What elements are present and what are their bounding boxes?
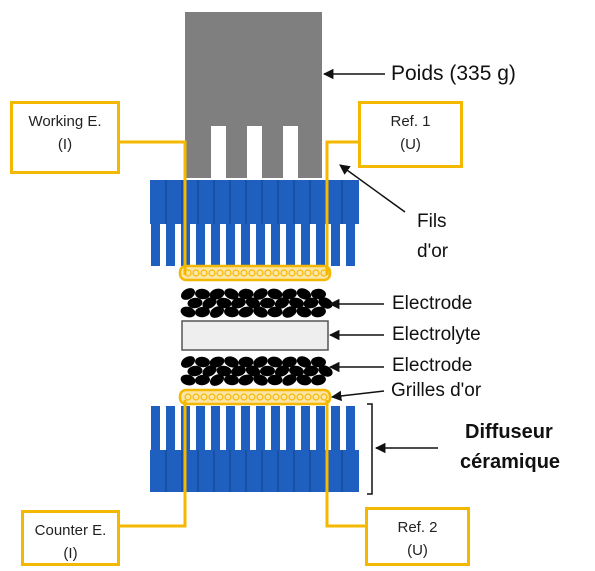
counter-electrode-label: Counter E. (34, 522, 107, 539)
ref2-label: Ref. 2 (397, 519, 438, 536)
ref1-unit: (U) (400, 136, 421, 153)
working-electrode-unit: (I) (57, 136, 73, 153)
arrow-gold-wires (339, 164, 406, 213)
electrolyte-layer (181, 320, 329, 351)
weight-label: Poids (335 g) (391, 62, 516, 85)
diffuser-label-1: Diffuseur (465, 421, 553, 443)
electrolyte-label: Electrolyte (392, 324, 481, 345)
electrode-bottom-label: Electrode (392, 355, 473, 376)
electrode-top-label: Electrode (392, 293, 473, 314)
gold-wires-label-2: d'or (417, 241, 449, 262)
working-electrode-box: Working E. (I) (10, 101, 120, 174)
ref2-unit: (U) (407, 542, 428, 559)
gold-grids-label: Grilles d'or (391, 380, 482, 401)
arrow-gold-grids (330, 390, 385, 402)
working-electrode-label: Working E. (28, 113, 102, 130)
counter-electrode-box: Counter E. (I) (21, 510, 120, 566)
lower-gold-grid (178, 388, 332, 406)
ref2-box: Ref. 2 (U) (365, 507, 470, 566)
weight-block (185, 12, 322, 178)
upper-electrode (180, 288, 333, 318)
gold-wires-label-1: Fils (417, 211, 447, 232)
lower-electrode (180, 356, 333, 386)
upper-gold-grid (178, 264, 332, 282)
counter-electrode-unit: (I) (63, 545, 78, 562)
ref1-label: Ref. 1 (390, 113, 431, 130)
diffuser-label-2: céramique (460, 451, 561, 473)
diffuser-bracket (367, 403, 373, 495)
ref1-box: Ref. 1 (U) (358, 101, 463, 168)
